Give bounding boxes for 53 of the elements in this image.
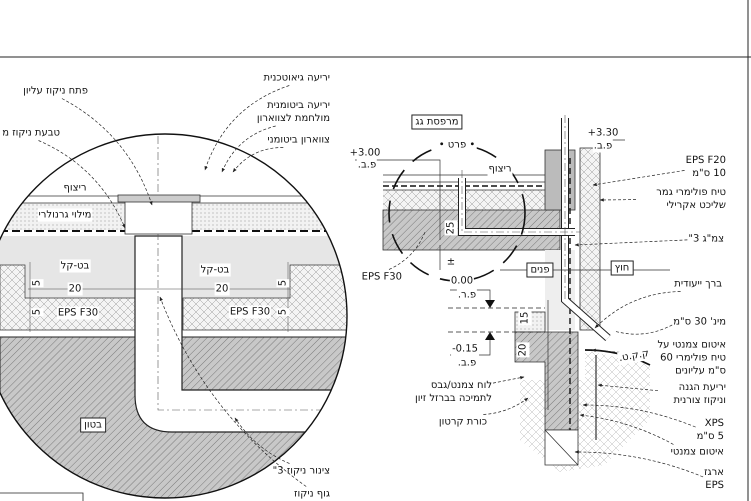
level-label: -0.15 [451, 342, 479, 356]
callout-text: טיח פולימרי גמר שליכט אקרילי [637, 186, 726, 212]
callout-text: צמ"ג 3" [688, 232, 724, 246]
leader-line [574, 450, 704, 478]
callout-text: צינור ניקוז 3" [267, 464, 330, 478]
callout-text: איטום צמנטי על טיח פולימרי 60 ס"מ עליונים [651, 338, 726, 378]
layer-label: EPS F30 [56, 306, 100, 320]
callout-text: גוף ניקוז [294, 488, 330, 500]
callout-text: לוח צמנט/גבס לתמיכה בברזל זיון [403, 379, 492, 405]
leader-line [388, 232, 426, 270]
dimension-label: 20 [68, 282, 82, 296]
layer-label: ריצוף [488, 162, 512, 176]
callout-text: מינ' 30 ס"מ [673, 316, 726, 328]
callout-text: צווארון ביטומני [267, 134, 330, 146]
leader-line [574, 240, 688, 246]
dimension-label: 15 [518, 310, 532, 326]
leader-line [222, 126, 276, 172]
layer-label: בט-קל [60, 260, 90, 272]
leader-line [38, 140, 126, 228]
callout-text: פתח ניקוז עליון [23, 84, 88, 98]
layer-label: בט-קל [200, 264, 230, 276]
leader-line [160, 296, 307, 487]
leader-line [492, 376, 524, 384]
leader-line [594, 291, 681, 328]
dimension-label: 20 [214, 282, 230, 296]
layer-label: מילוי גרנולרי [38, 208, 92, 222]
leader-line [234, 418, 290, 464]
level-label: פ.ב. [592, 140, 614, 152]
callout-text: ברך ייעודית [674, 278, 722, 290]
leader-line [204, 85, 290, 170]
boxed-label: חוץ [610, 260, 634, 276]
leader-line [600, 198, 636, 202]
callout-text: יריעה גיאוטכנית [264, 72, 330, 84]
leader-line [62, 98, 152, 206]
callout-text: יריעת הגנה וניקוז צורנית [659, 381, 726, 407]
leader-line [592, 170, 685, 186]
callout-text: טבעת ניקוז מ [2, 126, 60, 140]
callout-text: כורת קרטון [438, 416, 487, 428]
leader-line [232, 147, 284, 172]
leader-line [582, 403, 696, 428]
callout-text: יריעה ביטומנית מולחמת לצווארון [254, 99, 330, 125]
boxed-label: מרפסת גג [411, 114, 463, 130]
dimension-label: 25 [444, 220, 458, 236]
callout-text: איטום צמנטי [670, 446, 724, 458]
layer-label: EPS F30 [228, 306, 272, 318]
leader-line [482, 398, 528, 415]
boxed-label: בטון [80, 418, 106, 432]
leader-line [598, 384, 658, 392]
callout-text: EPS F30 [362, 270, 402, 284]
leader-line [580, 414, 674, 445]
leader-line [614, 324, 673, 334]
boxed-label: פנים [526, 262, 554, 278]
dimension-label: 20 [516, 342, 530, 358]
